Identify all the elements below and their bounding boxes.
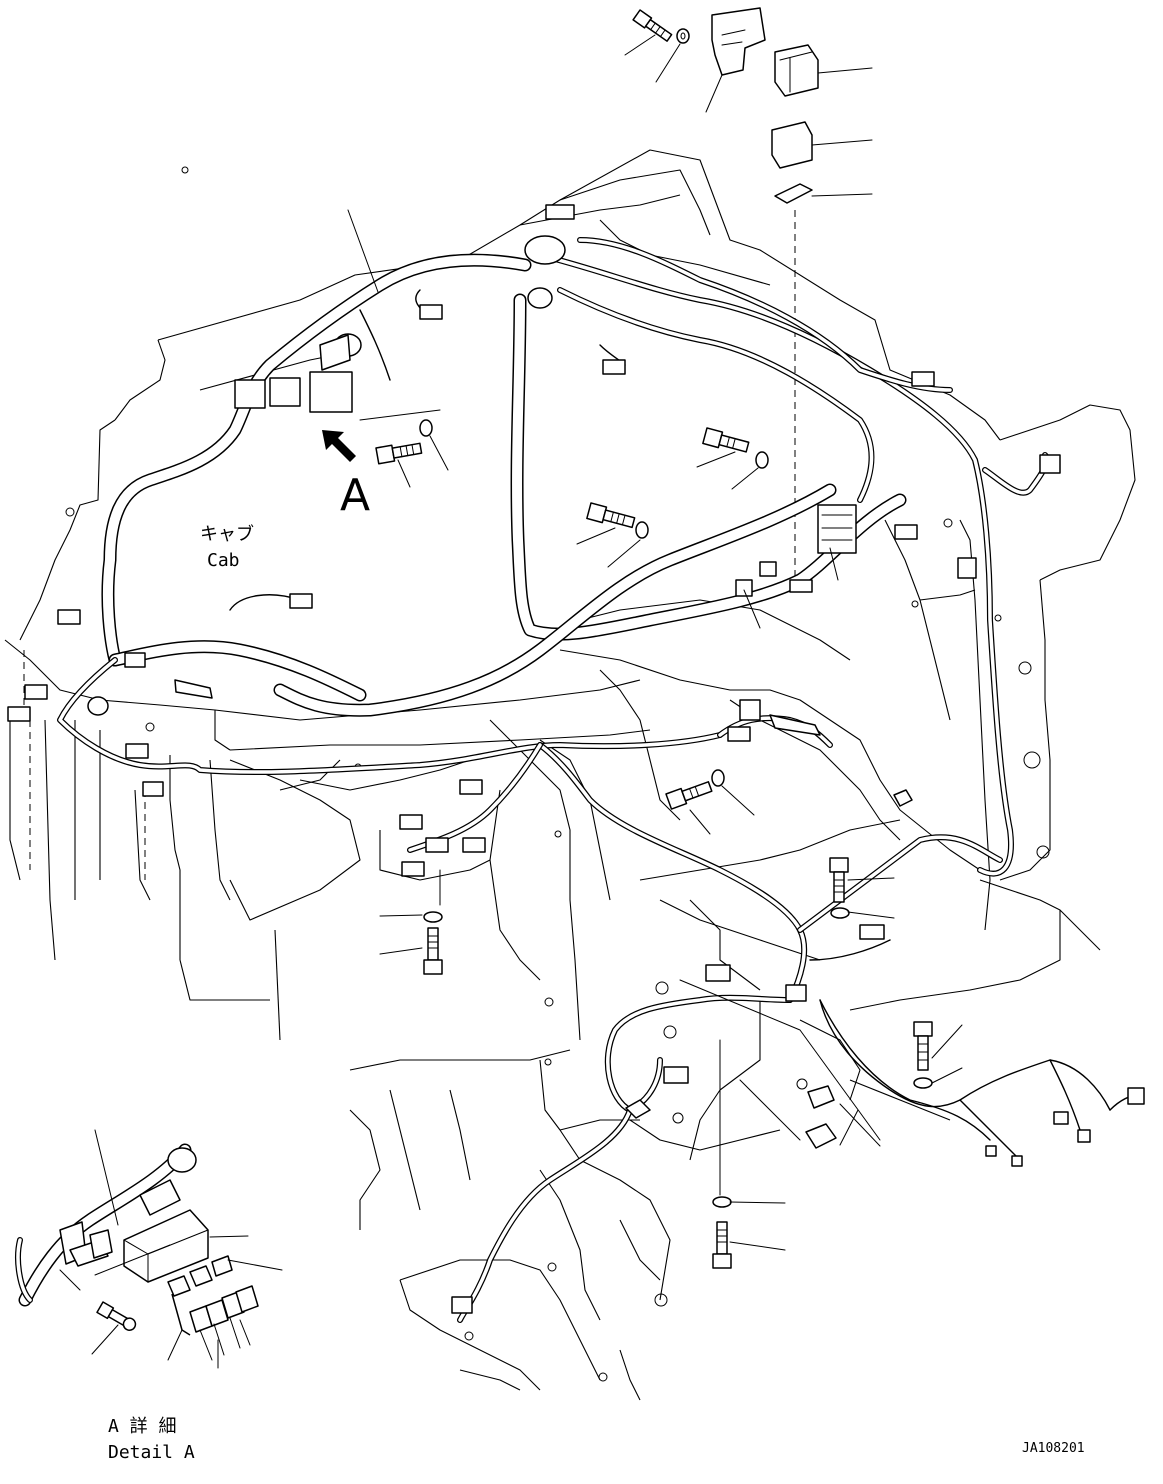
connector-block: [739, 699, 761, 721]
bolt: [913, 1021, 933, 1071]
connector-block: [425, 837, 449, 853]
connectors: [7, 204, 1145, 1314]
connector-block: [759, 561, 777, 577]
clamp: [805, 1123, 837, 1149]
washer: [913, 1077, 933, 1089]
connector-block: [462, 837, 486, 853]
connector-block: [602, 359, 626, 375]
connector-block: [399, 814, 423, 830]
view-arrow: [322, 430, 356, 462]
connector-block: [1127, 1087, 1145, 1105]
connector-block: [727, 726, 751, 742]
bolt: [702, 427, 750, 453]
connector-block: [234, 379, 266, 409]
connector-block: [459, 779, 483, 795]
connector-block: [705, 964, 731, 982]
connector-block: [1077, 1129, 1091, 1143]
bolt: [375, 442, 423, 465]
connector-block: [1039, 454, 1061, 474]
connector-block: [124, 652, 146, 668]
connector-block: [142, 781, 164, 797]
washer: [712, 1196, 732, 1208]
leader-lines: [347, 34, 963, 1251]
lead-wires: [229, 289, 1141, 1161]
connector-block: [57, 609, 81, 625]
washer: [830, 907, 850, 919]
bolt: [665, 781, 713, 810]
drawing-number: JA108201: [1022, 1441, 1085, 1456]
connector-block: [545, 204, 575, 220]
clamp: [807, 1085, 835, 1109]
secondary-wires: [57, 237, 1050, 1323]
washer: [755, 451, 769, 469]
connector-block: [785, 984, 807, 1002]
view-marker-letter: A: [340, 470, 370, 521]
cab-label-jp: キャブ: [200, 523, 254, 545]
bolt: [712, 1221, 732, 1269]
detail-label-jp: A 詳 細: [108, 1416, 177, 1437]
relay-block: [817, 504, 857, 554]
main-harness: [101, 253, 907, 717]
relay: [774, 44, 819, 97]
connector-block: [789, 579, 813, 593]
connector-block: [1011, 1155, 1023, 1167]
bolt: [829, 857, 849, 903]
washer: [419, 419, 433, 437]
relay: [771, 121, 813, 169]
connector-block: [911, 371, 935, 387]
connector-block: [663, 1066, 689, 1084]
connector-block: [894, 524, 918, 540]
connector-block: [451, 1296, 473, 1314]
bolt: [586, 502, 636, 529]
connector-block: [859, 924, 885, 940]
connector-block: [24, 684, 48, 700]
cab-label-en: Cab: [207, 550, 240, 571]
connector-block: [957, 557, 977, 579]
connector-block: [1053, 1111, 1069, 1125]
bolt: [423, 927, 443, 975]
connector-block: [7, 706, 31, 722]
detail-a-inset: [15, 1129, 283, 1369]
washer: [676, 28, 690, 44]
relay-box: [123, 1209, 209, 1283]
washer: [423, 911, 443, 923]
fasteners: [375, 7, 933, 1269]
connector-block: [735, 579, 753, 597]
connector-block: [289, 593, 313, 609]
connector-block: [125, 743, 149, 759]
bolt: [632, 9, 673, 42]
bolt: [96, 1301, 137, 1331]
connector-block: [985, 1145, 997, 1157]
fuse-holder: [774, 183, 813, 204]
washer: [635, 521, 649, 539]
connector-block: [269, 377, 301, 407]
connector-block: [419, 304, 443, 320]
frame-post-dashes: [23, 210, 796, 880]
connector-block: [401, 861, 425, 877]
relay-box: [309, 371, 353, 413]
washer: [711, 769, 725, 787]
detail-label-en: Detail A: [108, 1442, 195, 1463]
bracket: [711, 7, 766, 76]
